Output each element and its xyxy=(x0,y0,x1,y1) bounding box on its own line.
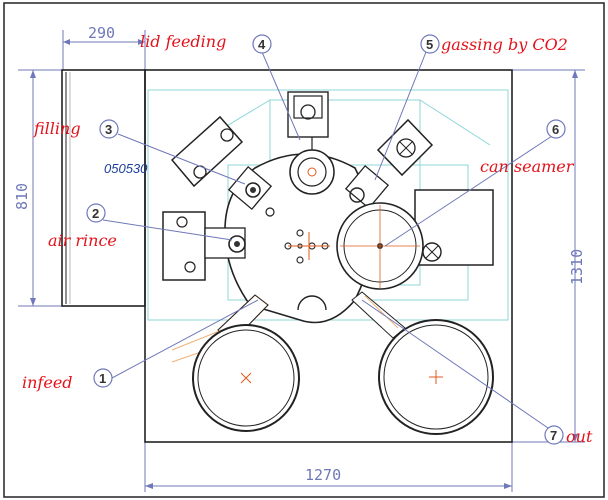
dimension-bottom-text: 1270 xyxy=(305,466,341,484)
callout-5: 5 xyxy=(420,34,440,54)
leader-lines xyxy=(102,51,553,429)
label-out: out xyxy=(566,427,593,446)
callout-1: 1 xyxy=(93,368,113,388)
machine-base xyxy=(144,69,513,443)
lid-feeding-unit xyxy=(287,91,335,195)
dimension-top-text: 290 xyxy=(88,24,115,42)
label-lid-feeding: lid feeding xyxy=(140,32,226,51)
callout-4-number: 4 xyxy=(258,37,266,52)
dimension-left: 810 xyxy=(13,69,62,307)
callout-5-number: 5 xyxy=(426,37,433,52)
filling-unit xyxy=(170,115,275,217)
callout-7: 7 xyxy=(544,425,564,445)
label-air-rince: air rince xyxy=(48,231,117,250)
dimension-top: 290 xyxy=(62,24,146,70)
dimension-bottom: 1270 xyxy=(144,440,513,492)
callout-2: 2 xyxy=(86,203,106,223)
drawing-code: 050530 xyxy=(104,161,148,176)
callout-3: 3 xyxy=(99,119,119,139)
callout-7-number: 7 xyxy=(550,428,557,443)
callout-1-number: 1 xyxy=(99,371,106,386)
center-cross xyxy=(288,232,330,260)
callout-4: 4 xyxy=(252,34,272,54)
outfeed-turntable xyxy=(378,319,494,435)
air-rince-unit xyxy=(162,211,246,281)
label-gassing: gassing by CO2 xyxy=(441,35,568,54)
callout-6: 6 xyxy=(546,119,566,139)
control-cabinet xyxy=(61,69,146,307)
outfeed-chute xyxy=(351,291,406,339)
callout-6-number: 6 xyxy=(552,122,559,137)
label-infeed: infeed xyxy=(22,373,73,392)
infeed-turntable xyxy=(192,324,300,432)
dimension-left-text: 810 xyxy=(13,183,31,210)
callout-2-number: 2 xyxy=(92,206,99,221)
dimension-right-text: 1310 xyxy=(568,249,586,285)
page-border xyxy=(3,2,605,498)
can-seamer-unit xyxy=(336,189,494,290)
label-can-seamer: can seamer xyxy=(480,157,575,176)
label-filling: filling xyxy=(33,119,81,138)
callout-3-number: 3 xyxy=(105,122,112,137)
